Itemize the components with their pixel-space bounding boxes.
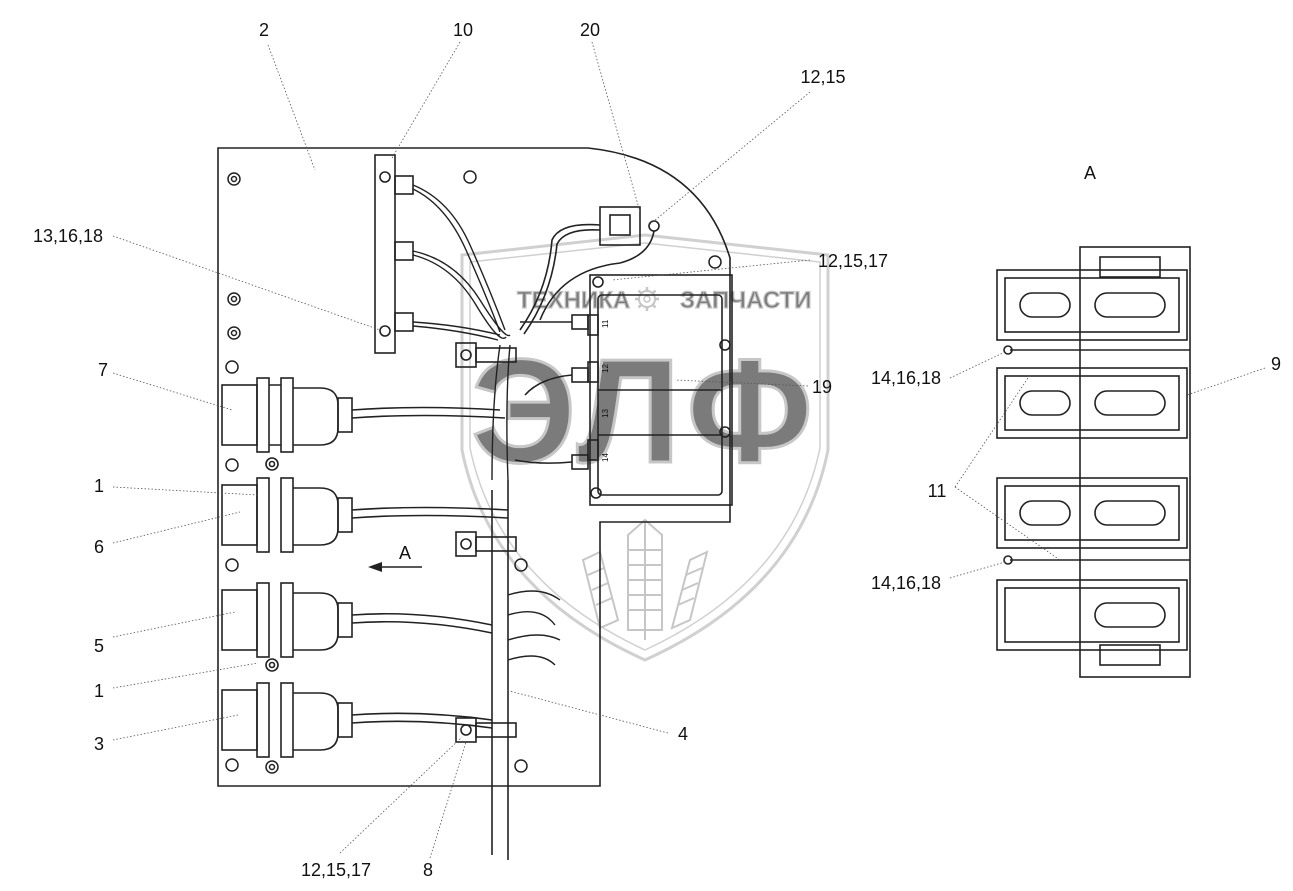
callout-14-16-18-lower: 14,16,18 <box>871 573 941 593</box>
sensor <box>221 377 506 471</box>
callout-10: 10 <box>453 20 473 40</box>
view-a-label: A <box>1084 163 1096 183</box>
callout-7: 7 <box>98 360 108 380</box>
callout-labels: 2 10 20 12,15 13,16,18 12,15,17 7 1 6 5 … <box>33 20 1281 880</box>
switch-component <box>519 206 660 335</box>
watermark-wheat <box>581 518 709 640</box>
callout-5: 5 <box>94 636 104 656</box>
callout-11: 11 <box>928 481 947 501</box>
view-a-block <box>996 367 1188 439</box>
sensor <box>221 582 493 672</box>
callout-12-15-top: 12,15 <box>800 67 845 87</box>
hole <box>225 360 239 374</box>
callout-20: 20 <box>580 20 600 40</box>
hole <box>227 326 241 340</box>
mounting-holes <box>225 170 722 774</box>
hole <box>708 255 722 269</box>
clamp <box>455 717 517 743</box>
hole <box>265 760 279 774</box>
relay-terminal-label: 13 <box>601 409 610 418</box>
callout-1-lower: 1 <box>94 681 104 701</box>
relay-terminal-labels: 11 12 13 14 <box>601 319 610 462</box>
hole <box>225 758 239 772</box>
sensor <box>221 477 509 553</box>
hole <box>225 558 239 572</box>
callout-19: 19 <box>812 377 832 397</box>
watermark-left-text: ТЕХНИКА <box>517 287 630 314</box>
view-a-block <box>996 477 1188 549</box>
callout-12-15-17-right: 12,15,17 <box>818 251 888 271</box>
wire-harness <box>491 344 561 666</box>
relay-terminal-label: 11 <box>601 319 610 328</box>
cable-clamps <box>455 342 517 743</box>
clamp <box>455 531 517 557</box>
callout-13-16-18: 13,16,18 <box>33 226 103 246</box>
callout-12-15-17-bottom: 12,15,17 <box>301 860 371 880</box>
leader-lines <box>112 41 1266 859</box>
relay-terminal-label: 14 <box>601 453 610 462</box>
sensor <box>221 682 493 758</box>
watermark: ТЕХНИКА ЗАПЧАСТИ ЭЛФ <box>460 233 830 662</box>
callout-1-upper: 1 <box>94 476 104 496</box>
hole <box>514 759 528 773</box>
callout-6: 6 <box>94 537 104 557</box>
relay-terminal-label: 12 <box>601 364 610 373</box>
view-a <box>996 246 1191 678</box>
hole <box>463 170 477 184</box>
clamp <box>455 342 517 368</box>
watermark-logo-letters: ЭЛФ <box>471 329 819 494</box>
callout-8: 8 <box>423 860 433 880</box>
hole <box>514 558 528 572</box>
gear-icon <box>635 287 659 311</box>
callout-14-16-18-upper: 14,16,18 <box>871 368 941 388</box>
hole <box>225 458 239 472</box>
watermark-right-text: ЗАПЧАСТИ <box>680 287 812 314</box>
callout-4: 4 <box>678 724 688 744</box>
watermark-shield <box>460 233 830 662</box>
view-a-block <box>996 579 1188 651</box>
callout-2: 2 <box>259 20 269 40</box>
relay-block <box>514 274 733 506</box>
view-arrow-label: A <box>399 543 411 563</box>
callout-9: 9 <box>1271 354 1281 374</box>
sensors <box>221 377 509 758</box>
view-a-block <box>996 269 1188 341</box>
callout-3: 3 <box>94 734 104 754</box>
hole <box>227 292 241 306</box>
view-arrow: A <box>368 543 422 572</box>
wires-strip <box>412 184 511 341</box>
hole <box>227 172 241 186</box>
terminal-strip <box>374 154 414 354</box>
